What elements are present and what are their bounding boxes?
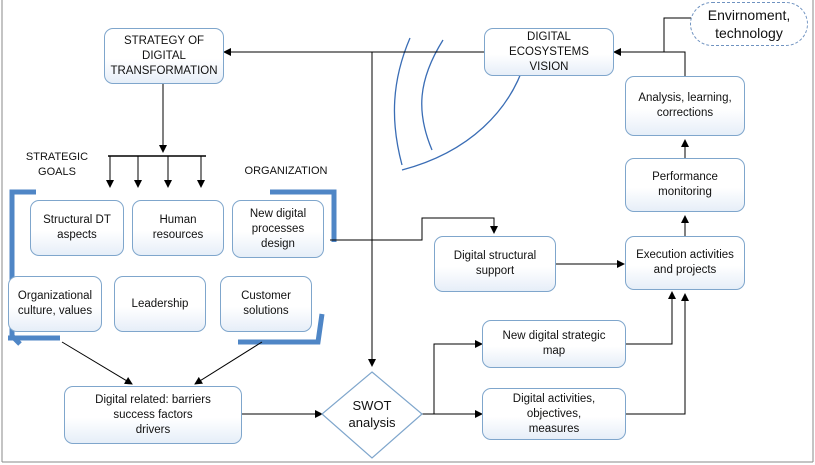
strategy-box: STRATEGY OF DIGITAL TRANSFORMATION: [104, 28, 224, 84]
performance-box: Performance monitoring: [625, 158, 745, 212]
new-processes-box: New digital processes design: [232, 200, 324, 258]
customer-solutions-box: Customer solutions: [220, 276, 312, 332]
leadership-box: Leadership: [114, 276, 206, 332]
structural-dt-box: Structural DT aspects: [30, 200, 124, 256]
arrow-activities-to-execution: [626, 293, 689, 415]
environment-cloud: Envirnoment, technology: [690, 2, 808, 46]
decor-arc-2: [421, 39, 444, 151]
org-bracket-top-right: [270, 189, 337, 242]
arrow-map-to-execution: [626, 291, 676, 345]
structural-support-box: Digital structural support: [434, 236, 556, 292]
arrow-swot-to-map: [420, 340, 483, 415]
arrow-analysis-up: [664, 51, 686, 76]
digital-activities-box: Digital activities, objectives, measures: [482, 388, 626, 440]
swot-diamond: [321, 371, 423, 459]
new-strategic-map-box: New digital strategic map: [482, 320, 626, 368]
barriers-box: Digital related: barriers success factor…: [64, 386, 242, 444]
organization-label: ORGANIZATION: [244, 165, 328, 177]
arrow-env-to-vision: [613, 17, 710, 56]
strategic-goals-label: STRATEGIC GOALS: [25, 151, 89, 178]
arrow-org-to-barriers-right: [194, 341, 263, 385]
human-resources-box: Human resources: [132, 200, 224, 256]
arrow-org-to-barriers-left: [61, 341, 133, 385]
arrow-processes-to-support: [330, 217, 498, 241]
analysis-box: Analysis, learning, corrections: [625, 76, 745, 136]
decor-arc-1: [393, 37, 411, 166]
swot-label: SWOT analysis: [348, 398, 396, 430]
vision-box: DIGITAL ECOSYSTEMS VISION: [484, 28, 614, 76]
org-culture-box: Organizational culture, values: [8, 276, 102, 332]
execution-box: Execution activities and projects: [625, 236, 745, 290]
decor-arc-3: [401, 61, 526, 171]
org-bracket-bottom-right: [238, 313, 325, 345]
